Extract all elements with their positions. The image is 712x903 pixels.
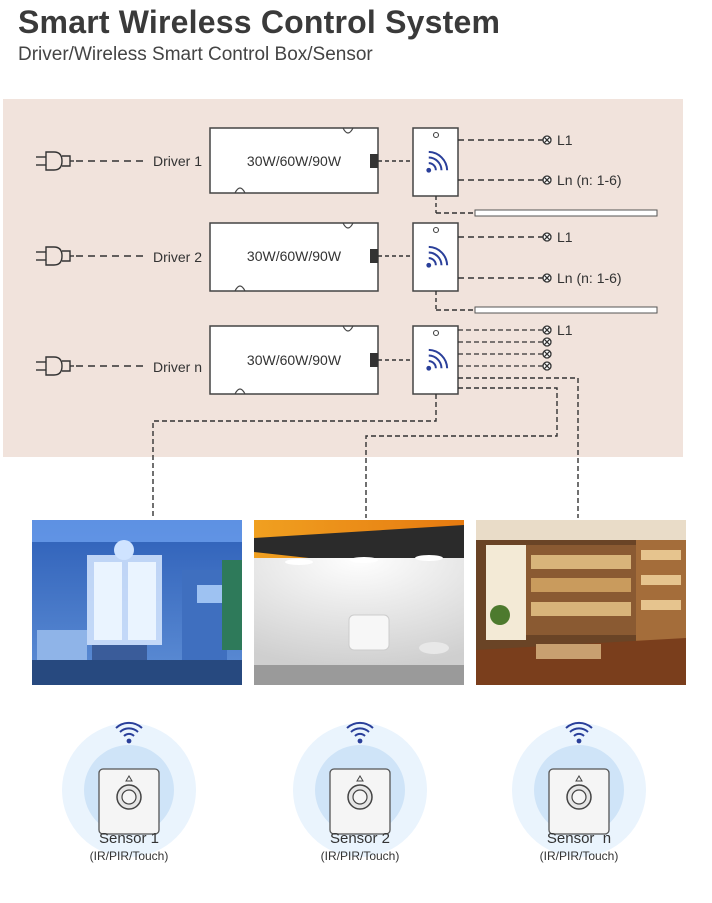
wardrobe-room-photo: [476, 520, 686, 685]
control-box: [412, 222, 459, 292]
sensor-type: (IR/PIR/Touch): [89, 849, 169, 863]
sensor-1: [62, 721, 196, 857]
power-plug-icon: [35, 151, 75, 171]
driver-label: Driver n: [153, 359, 202, 375]
output-label: L1: [557, 322, 573, 338]
sensor-caption: Sensor n (IR/PIR/Touch): [499, 830, 659, 863]
sensor-name: Sensor 2: [329, 830, 391, 847]
driver-label: Driver 1: [153, 153, 202, 169]
page-title: Smart Wireless Control System: [18, 4, 501, 40]
lamp-icon: [542, 337, 552, 347]
driver-box: [209, 127, 379, 194]
lamp-icon: [542, 361, 552, 371]
output-label: Ln (n: 1-6): [557, 270, 622, 286]
lamp-icon: [542, 135, 552, 145]
driver-power-label: 30W/60W/90W: [247, 352, 342, 368]
output-label: L1: [557, 229, 573, 245]
output-label: Ln (n: 1-6): [557, 172, 622, 188]
output-label: L1: [557, 132, 573, 148]
lamp-icon: [542, 325, 552, 335]
sensor-caption: Sensor 2 (IR/PIR/Touch): [280, 830, 440, 863]
sensor-name: Sensor 1: [98, 830, 160, 847]
lamp-icon: [542, 273, 552, 283]
lamp-icon: [542, 232, 552, 242]
lamp-icon: [542, 175, 552, 185]
power-plug-icon: [35, 246, 75, 266]
sensor-type: (IR/PIR/Touch): [320, 849, 400, 863]
page-subtitle: Driver/Wireless Smart Control Box/Sensor: [18, 44, 373, 65]
lamp-icon: [542, 349, 552, 359]
driver-label: Driver 2: [153, 249, 202, 265]
sensor-name: Sensor n: [546, 830, 612, 847]
sensor-caption: Sensor 1 (IR/PIR/Touch): [49, 830, 209, 863]
control-box: [412, 325, 459, 395]
driver-box: [209, 325, 379, 395]
sensor-2: [293, 721, 427, 857]
power-plug-icon: [35, 356, 75, 376]
living-room-photo: [32, 520, 242, 685]
driver-power-label: 30W/60W/90W: [247, 153, 342, 169]
control-box: [412, 127, 459, 197]
driver-power-label: 30W/60W/90W: [247, 248, 342, 264]
sensor-n: [512, 721, 646, 857]
kitchen-cabinet-photo: [254, 520, 464, 685]
sensor-type: (IR/PIR/Touch): [539, 849, 619, 863]
